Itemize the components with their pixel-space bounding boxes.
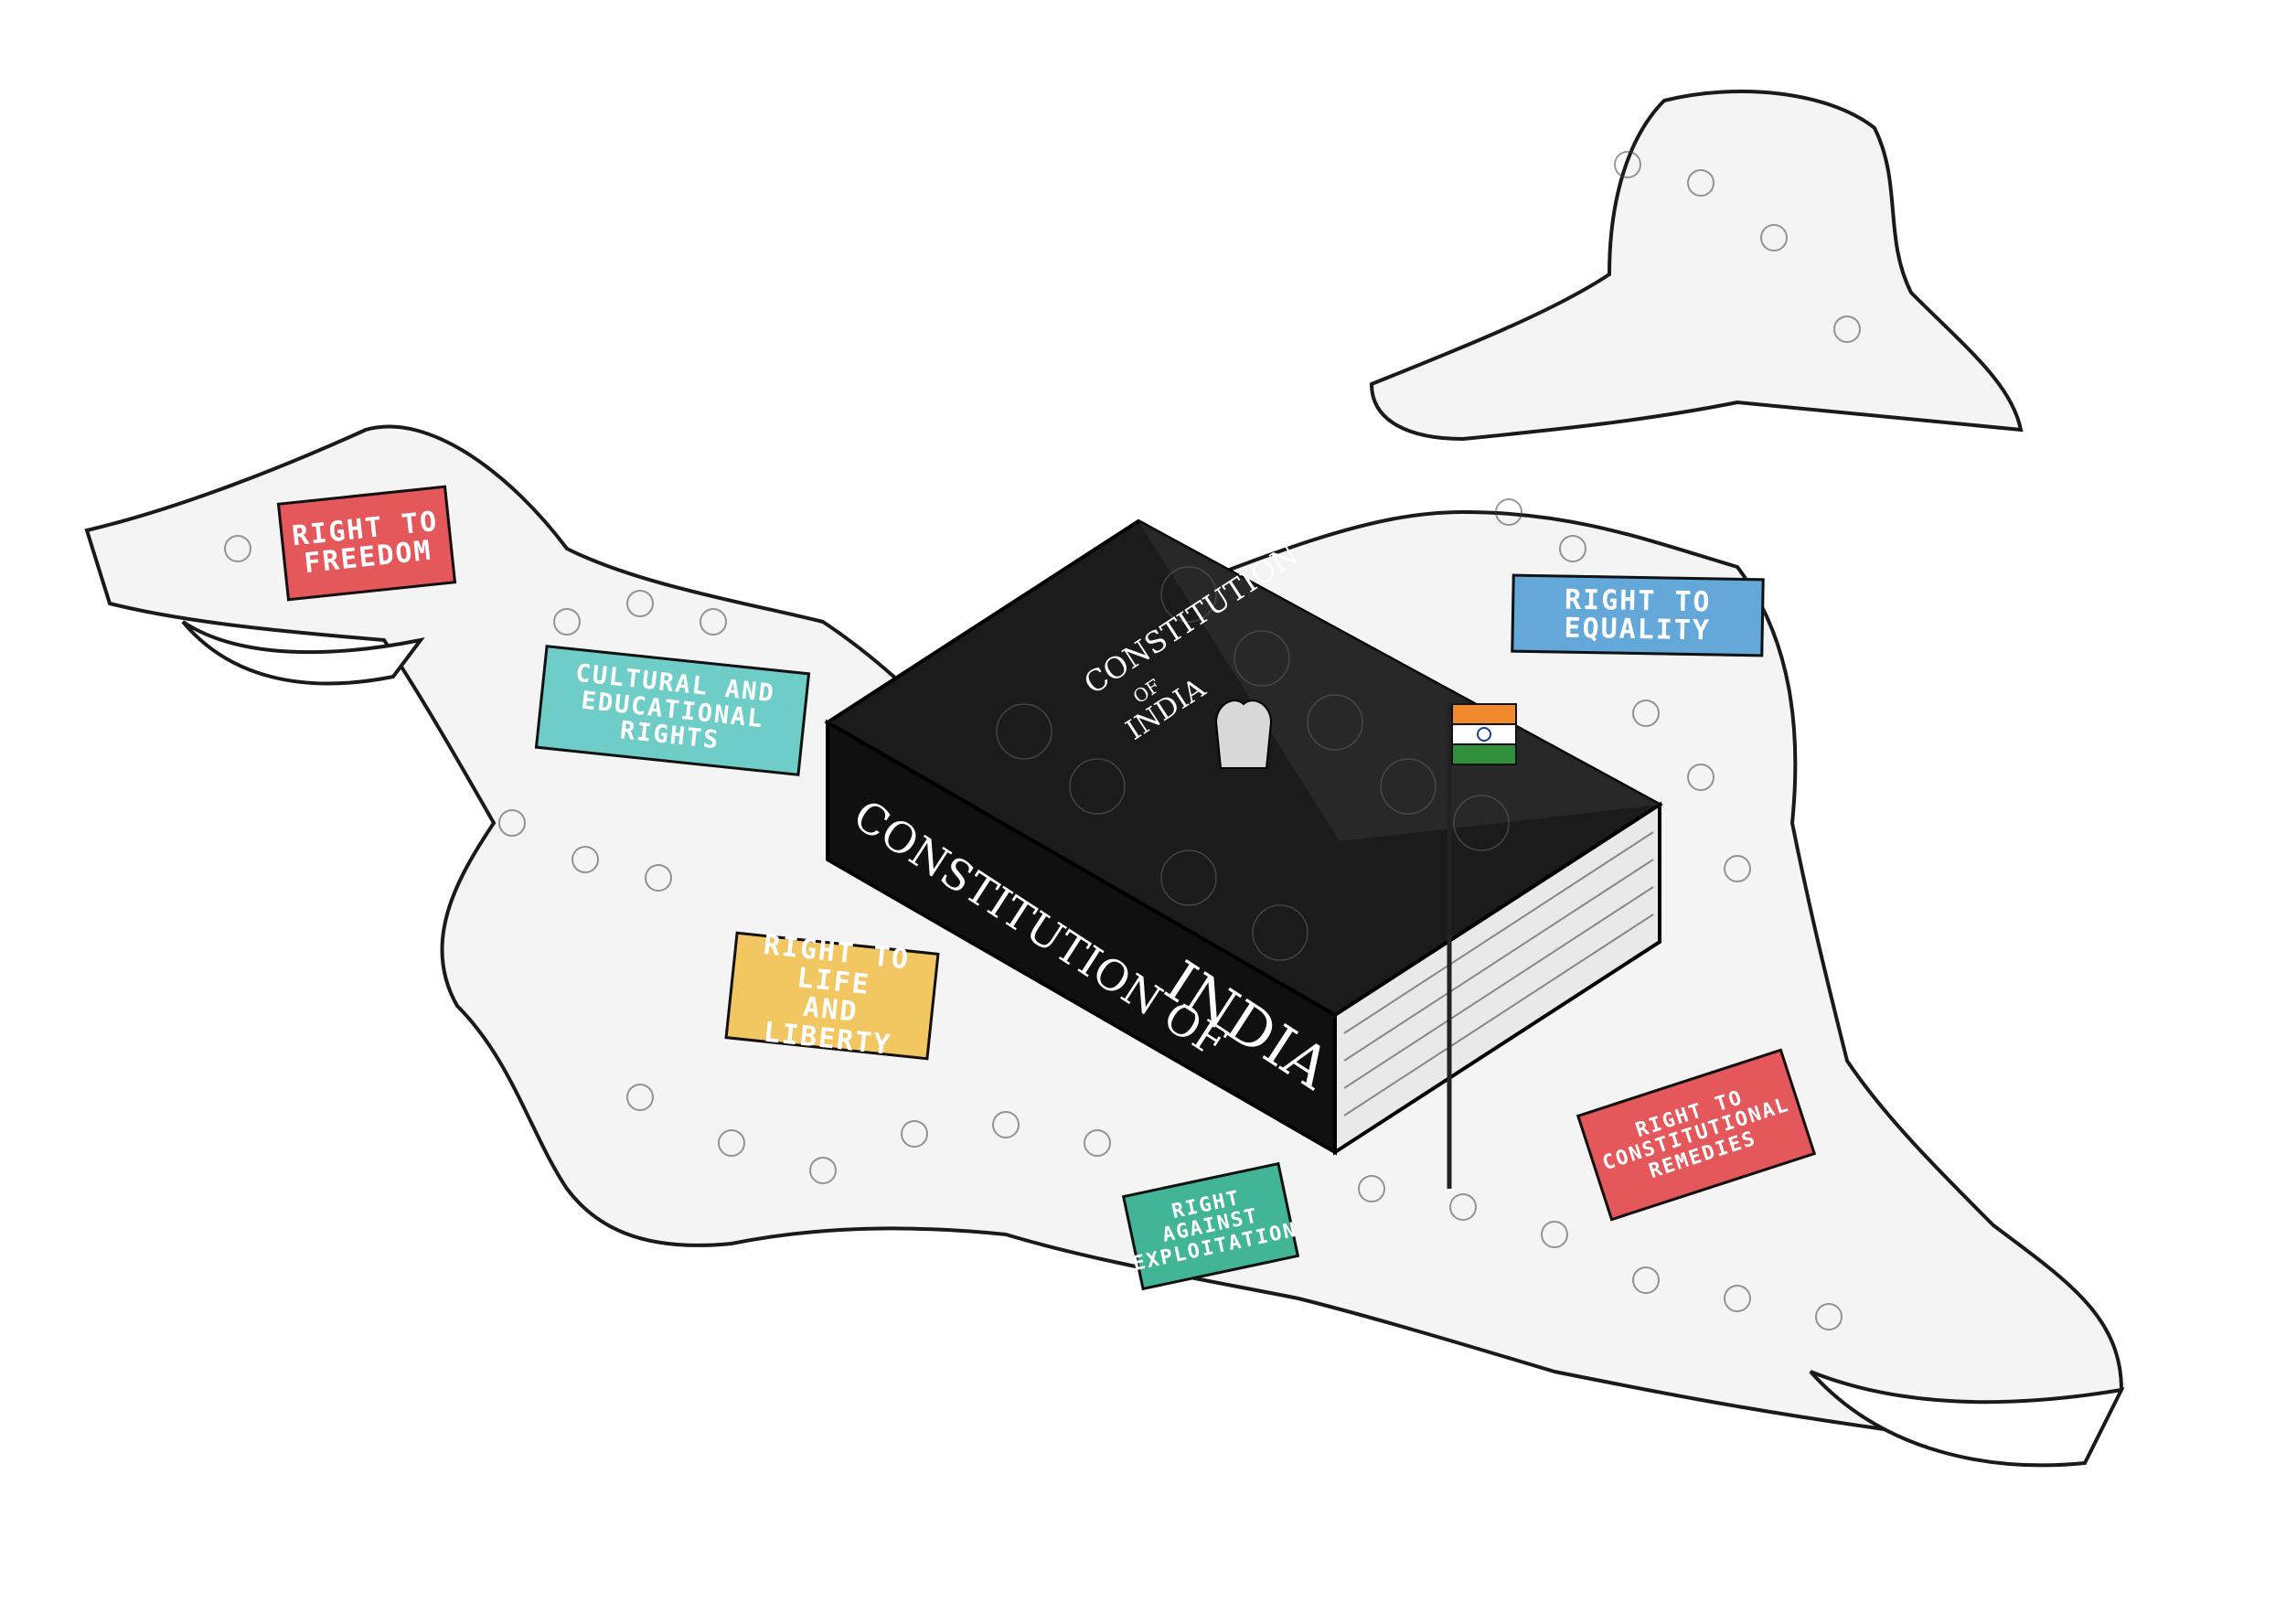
ashoka-chakra-icon (1477, 727, 1491, 742)
boat-right (1809, 1370, 2125, 1468)
banner-line: RIGHT TO EQUALITY (1564, 583, 1712, 647)
crowd-texture (224, 151, 1861, 1330)
state-emblem-icon (1214, 700, 1273, 769)
banner-right-to-equality: RIGHT TO EQUALITY (1511, 573, 1765, 657)
boat-left (181, 620, 425, 686)
indian-flag (1447, 703, 1517, 1189)
